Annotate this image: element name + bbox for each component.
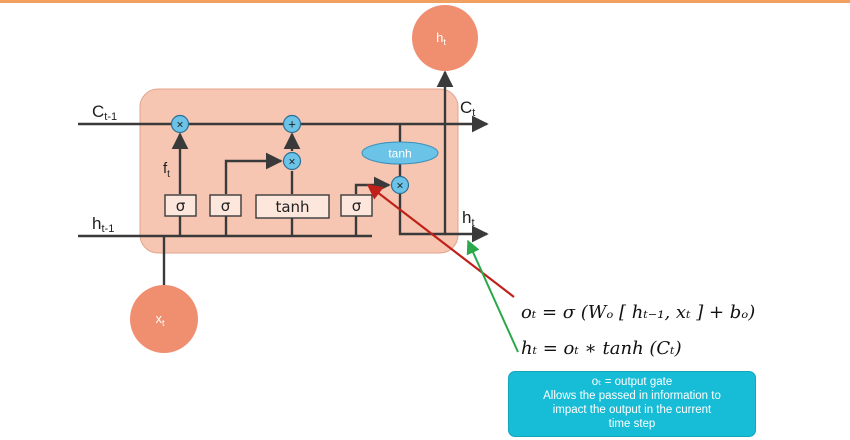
- forget-multiply-op: ×: [170, 114, 190, 134]
- note-line-1: oₜ = output gate: [591, 376, 673, 388]
- input-multiply-op: ×: [282, 151, 302, 171]
- sigma-input-gate: σ: [209, 194, 242, 217]
- svg-text:xt: xt: [155, 311, 165, 328]
- c-next-label: Ct: [460, 98, 475, 119]
- x-input-node: xt: [130, 285, 198, 353]
- note-line-2: Allows the passed in information to: [543, 390, 721, 402]
- output-path: [398, 70, 454, 236]
- tanh-candidate-label: tanh: [275, 198, 309, 216]
- lstm-cell-body: [139, 88, 459, 254]
- h-output-node: ht: [412, 5, 478, 71]
- sigma-output-gate: σ: [340, 194, 373, 217]
- sigma-forget-gate: σ: [164, 194, 197, 217]
- output-multiply-icon: ×: [396, 179, 403, 193]
- output-gate-note: oₜ = output gate Allows the passed in in…: [508, 371, 756, 437]
- sigma-input-label: σ: [221, 197, 231, 215]
- tanh-candidate-gate: tanh: [255, 194, 330, 219]
- input-sigma-upper: [224, 152, 283, 194]
- red-pointer-arrow: [366, 184, 515, 298]
- hidden-state-equation: hₜ = oₜ ∗ tanh (Cₜ): [521, 338, 682, 359]
- output-gate-equation: oₜ = σ (Wₒ [ hₜ₋₁, xₜ ] + bₒ): [521, 302, 755, 323]
- tanh-oval: tanh: [361, 141, 439, 165]
- x-sub: t: [162, 318, 165, 328]
- note-line-3: impact the output in the current: [552, 404, 712, 416]
- h-top-label: h: [436, 30, 443, 45]
- x-label: x: [155, 311, 162, 326]
- forget-multiply-icon: ×: [176, 118, 183, 132]
- h-prev-label: ht-1: [92, 214, 114, 235]
- add-op: +: [282, 114, 302, 134]
- output-multiply-op: ×: [390, 175, 410, 195]
- green-pointer-arrow: [466, 239, 519, 353]
- sigma-forget-label: σ: [176, 197, 186, 215]
- svg-text:ht: ht: [436, 30, 446, 47]
- forget-gate-label: ft: [163, 160, 170, 180]
- input-multiply-icon: ×: [288, 155, 295, 169]
- note-line-4: time step: [608, 418, 656, 430]
- sigma-output-label: σ: [352, 197, 362, 215]
- h-top-sub: t: [443, 37, 446, 47]
- add-icon: +: [288, 117, 296, 132]
- c-prev-label: Ct-1: [92, 102, 117, 123]
- h-next-label: ht: [462, 208, 475, 229]
- tanh-oval-label: tanh: [388, 147, 411, 161]
